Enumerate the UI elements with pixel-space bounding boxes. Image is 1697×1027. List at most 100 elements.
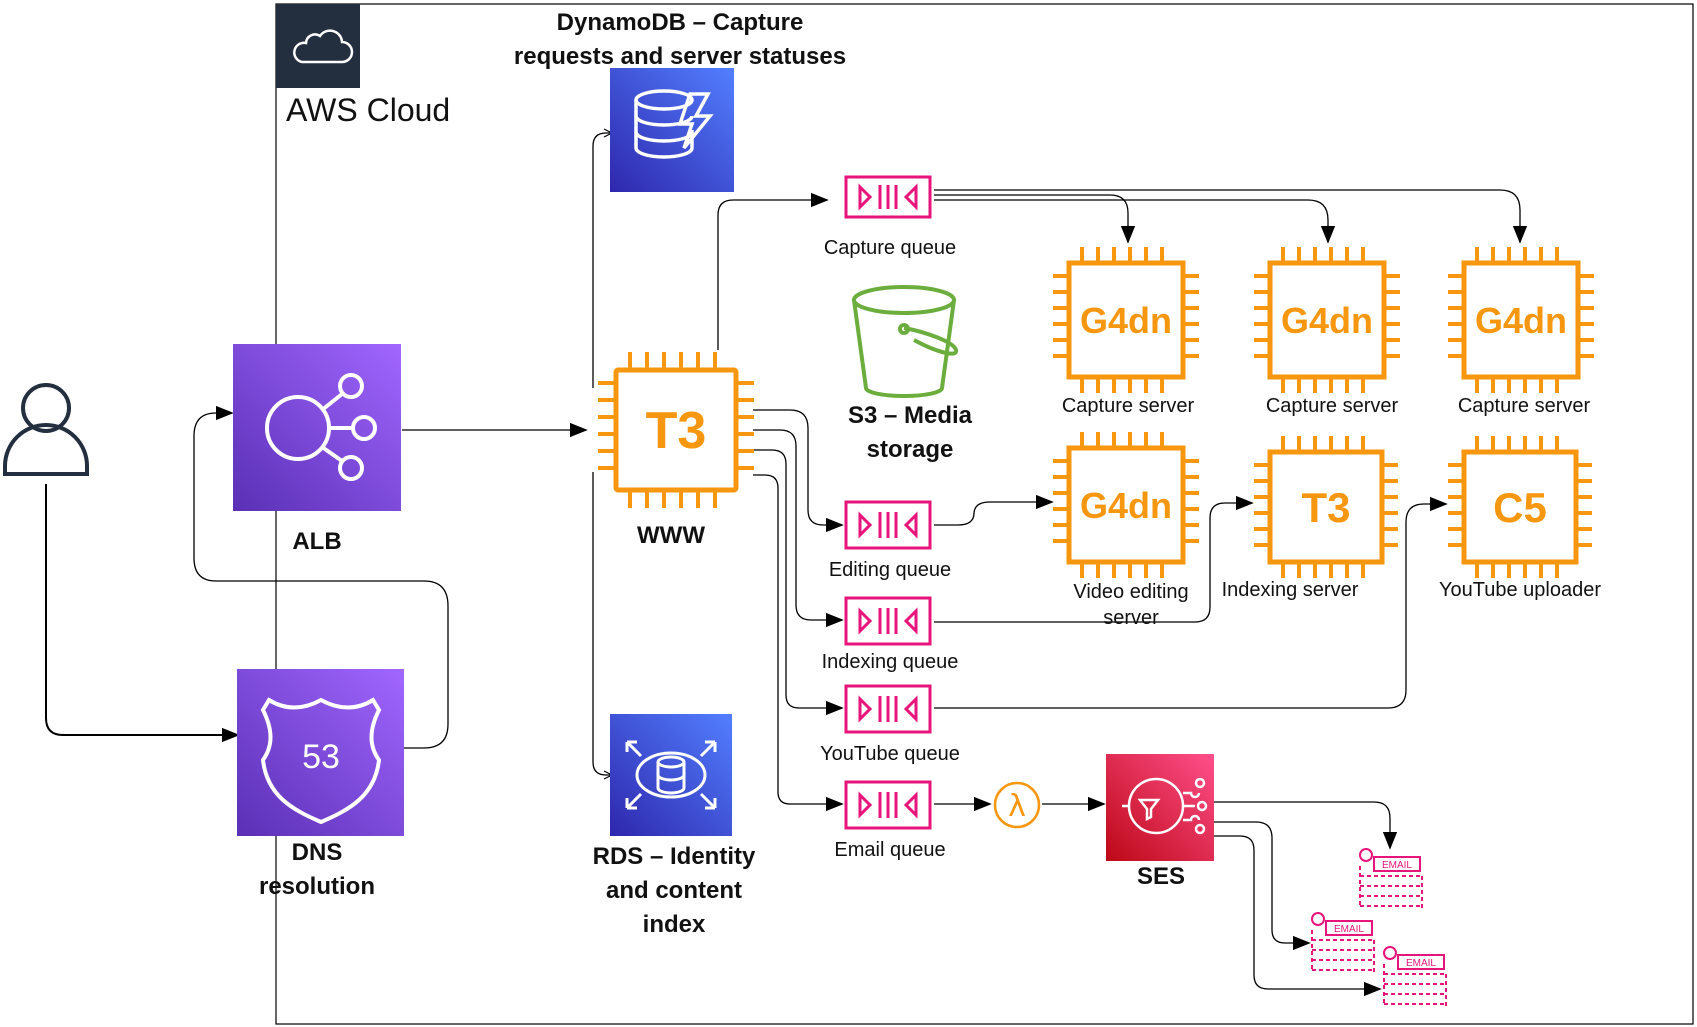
editing-queue-to-video-server — [934, 494, 1054, 526]
sqs-queue-icon — [844, 500, 932, 550]
ses-label: SES — [1137, 863, 1185, 890]
email-icon-3: EMAIL — [1383, 946, 1447, 1006]
ses-to-email-2 — [1212, 821, 1311, 951]
ec2-chip-icon — [1448, 247, 1594, 393]
email-icon-2-text: EMAIL — [1334, 924, 1364, 935]
s3-bucket-icon — [852, 285, 958, 398]
youtube-queue[interactable]: YouTube queue — [820, 684, 960, 765]
s3-label-line1: S3 – Media — [848, 402, 973, 429]
email-queue-label: Email queue — [834, 839, 945, 861]
rds-label-line2: and content — [606, 877, 742, 904]
capture-server-3-label: Capture server — [1458, 395, 1591, 417]
capture-server-2-chip: G4dn — [1281, 300, 1373, 341]
ec2-chip-icon — [1254, 247, 1400, 393]
ec2-chip-icon — [1448, 436, 1592, 578]
ses-icon — [1122, 777, 1208, 835]
sqs-queue-icon — [844, 175, 932, 219]
youtube-uploader[interactable]: C5 YouTube uploader — [1439, 436, 1601, 601]
ec2-chip-icon — [1254, 436, 1398, 578]
indexing-server-label: Indexing server — [1222, 579, 1359, 601]
dns-to-alb-arrow — [193, 405, 449, 749]
youtube-queue-label: YouTube queue — [820, 743, 960, 765]
capture-queue[interactable]: Capture queue — [824, 175, 956, 259]
youtube-uploader-label: YouTube uploader — [1439, 579, 1601, 601]
capture-server-3-chip: G4dn — [1475, 300, 1567, 341]
indexing-server[interactable]: T3 Indexing server — [1222, 436, 1398, 601]
dns-node[interactable]: 53 DNS resolution — [237, 669, 404, 900]
capture-queue-to-server1 — [934, 194, 1136, 244]
user-to-dns-arrow — [45, 484, 240, 743]
route53-shield-icon: 53 — [260, 697, 382, 825]
lambda-node[interactable]: λ — [993, 781, 1041, 829]
youtube-queue-to-uploader — [934, 496, 1448, 709]
video-editing-server[interactable]: G4dn Video editing server — [1053, 432, 1199, 629]
www-to-email-queue-arrow — [753, 474, 844, 812]
capture-server-1-chip: G4dn — [1080, 300, 1172, 341]
www-label: WWW — [637, 522, 705, 549]
indexing-queue-to-indexing-server — [934, 495, 1254, 623]
lambda-glyph: λ — [1008, 789, 1026, 824]
dynamodb-node[interactable]: DynamoDB – Capture requests and server s… — [514, 9, 846, 192]
capture-queue-to-server2 — [934, 199, 1336, 244]
video-editing-server-label-line2: server — [1103, 607, 1159, 629]
user-icon — [3, 383, 89, 476]
rds-icon — [625, 740, 717, 810]
lambda-icon — [993, 781, 1041, 829]
rds-node[interactable]: RDS – Identity and content index — [593, 714, 756, 938]
cloud-icon — [293, 29, 354, 64]
route53-number: 53 — [302, 738, 340, 776]
sqs-queue-icon — [844, 684, 932, 734]
youtube-uploader-chip: C5 — [1493, 484, 1547, 531]
alb-label: ALB — [292, 528, 341, 555]
email-queue[interactable]: Email queue — [834, 780, 946, 861]
connectors — [45, 133, 1528, 997]
ses-node[interactable]: SES — [1106, 754, 1214, 890]
indexing-queue-label: Indexing queue — [822, 651, 959, 673]
dns-label-line2: resolution — [259, 873, 375, 900]
aws-cloud-header — [276, 4, 360, 88]
alb-node[interactable]: ALB — [233, 344, 401, 555]
www-to-indexing-queue-arrow — [753, 429, 844, 628]
dynamodb-label-line2: requests and server statuses — [514, 43, 846, 70]
capture-server-1-label: Capture server — [1062, 395, 1195, 417]
rds-label-line1: RDS – Identity — [593, 843, 756, 870]
dns-label-line1: DNS — [292, 839, 343, 866]
aws-cloud-group: AWS Cloud — [275, 3, 1694, 1025]
sqs-queue-icon — [844, 596, 932, 646]
capture-server-2[interactable]: G4dn Capture server — [1254, 247, 1400, 417]
editing-queue[interactable]: Editing queue — [829, 500, 951, 581]
dynamodb-label-line1: DynamoDB – Capture — [557, 9, 804, 36]
ec2-chip-icon — [1053, 432, 1199, 578]
rds-label-line3: index — [643, 911, 706, 938]
sqs-queue-icon — [844, 780, 932, 830]
capture-queue-to-server3 — [934, 189, 1528, 244]
ses-to-email-1 — [1212, 801, 1398, 850]
indexing-server-chip: T3 — [1301, 484, 1350, 531]
www-node[interactable]: T3 WWW — [598, 352, 754, 549]
email-icon-1: EMAIL — [1359, 848, 1423, 908]
capture-server-3[interactable]: G4dn Capture server — [1448, 247, 1594, 417]
s3-label-line2: storage — [867, 436, 954, 463]
www-to-rds-arrow — [592, 472, 612, 775]
www-chip-icon — [598, 352, 754, 508]
www-to-capture-queue-arrow — [717, 192, 829, 350]
capture-queue-label: Capture queue — [824, 237, 956, 259]
s3-node[interactable]: S3 – Media storage — [848, 285, 973, 463]
video-editing-server-label-line1: Video editing — [1073, 581, 1188, 603]
dynamodb-icon — [634, 89, 714, 159]
email-icon-3-text: EMAIL — [1406, 958, 1436, 969]
email-icon-2: EMAIL — [1311, 912, 1375, 972]
www-to-youtube-queue-arrow — [753, 449, 844, 716]
www-to-dynamodb-arrow — [592, 133, 612, 388]
www-chip-text: T3 — [646, 402, 707, 460]
capture-server-2-label: Capture server — [1266, 395, 1399, 417]
editing-queue-label: Editing queue — [829, 559, 951, 581]
email-icon-1-text: EMAIL — [1382, 860, 1412, 871]
capture-server-1[interactable]: G4dn Capture server — [1053, 247, 1199, 417]
aws-cloud-title: AWS Cloud — [286, 92, 450, 128]
indexing-queue[interactable]: Indexing queue — [822, 596, 959, 673]
video-editing-server-chip: G4dn — [1080, 485, 1172, 526]
ec2-chip-icon — [1053, 247, 1199, 393]
www-to-editing-queue-arrow — [753, 409, 844, 533]
